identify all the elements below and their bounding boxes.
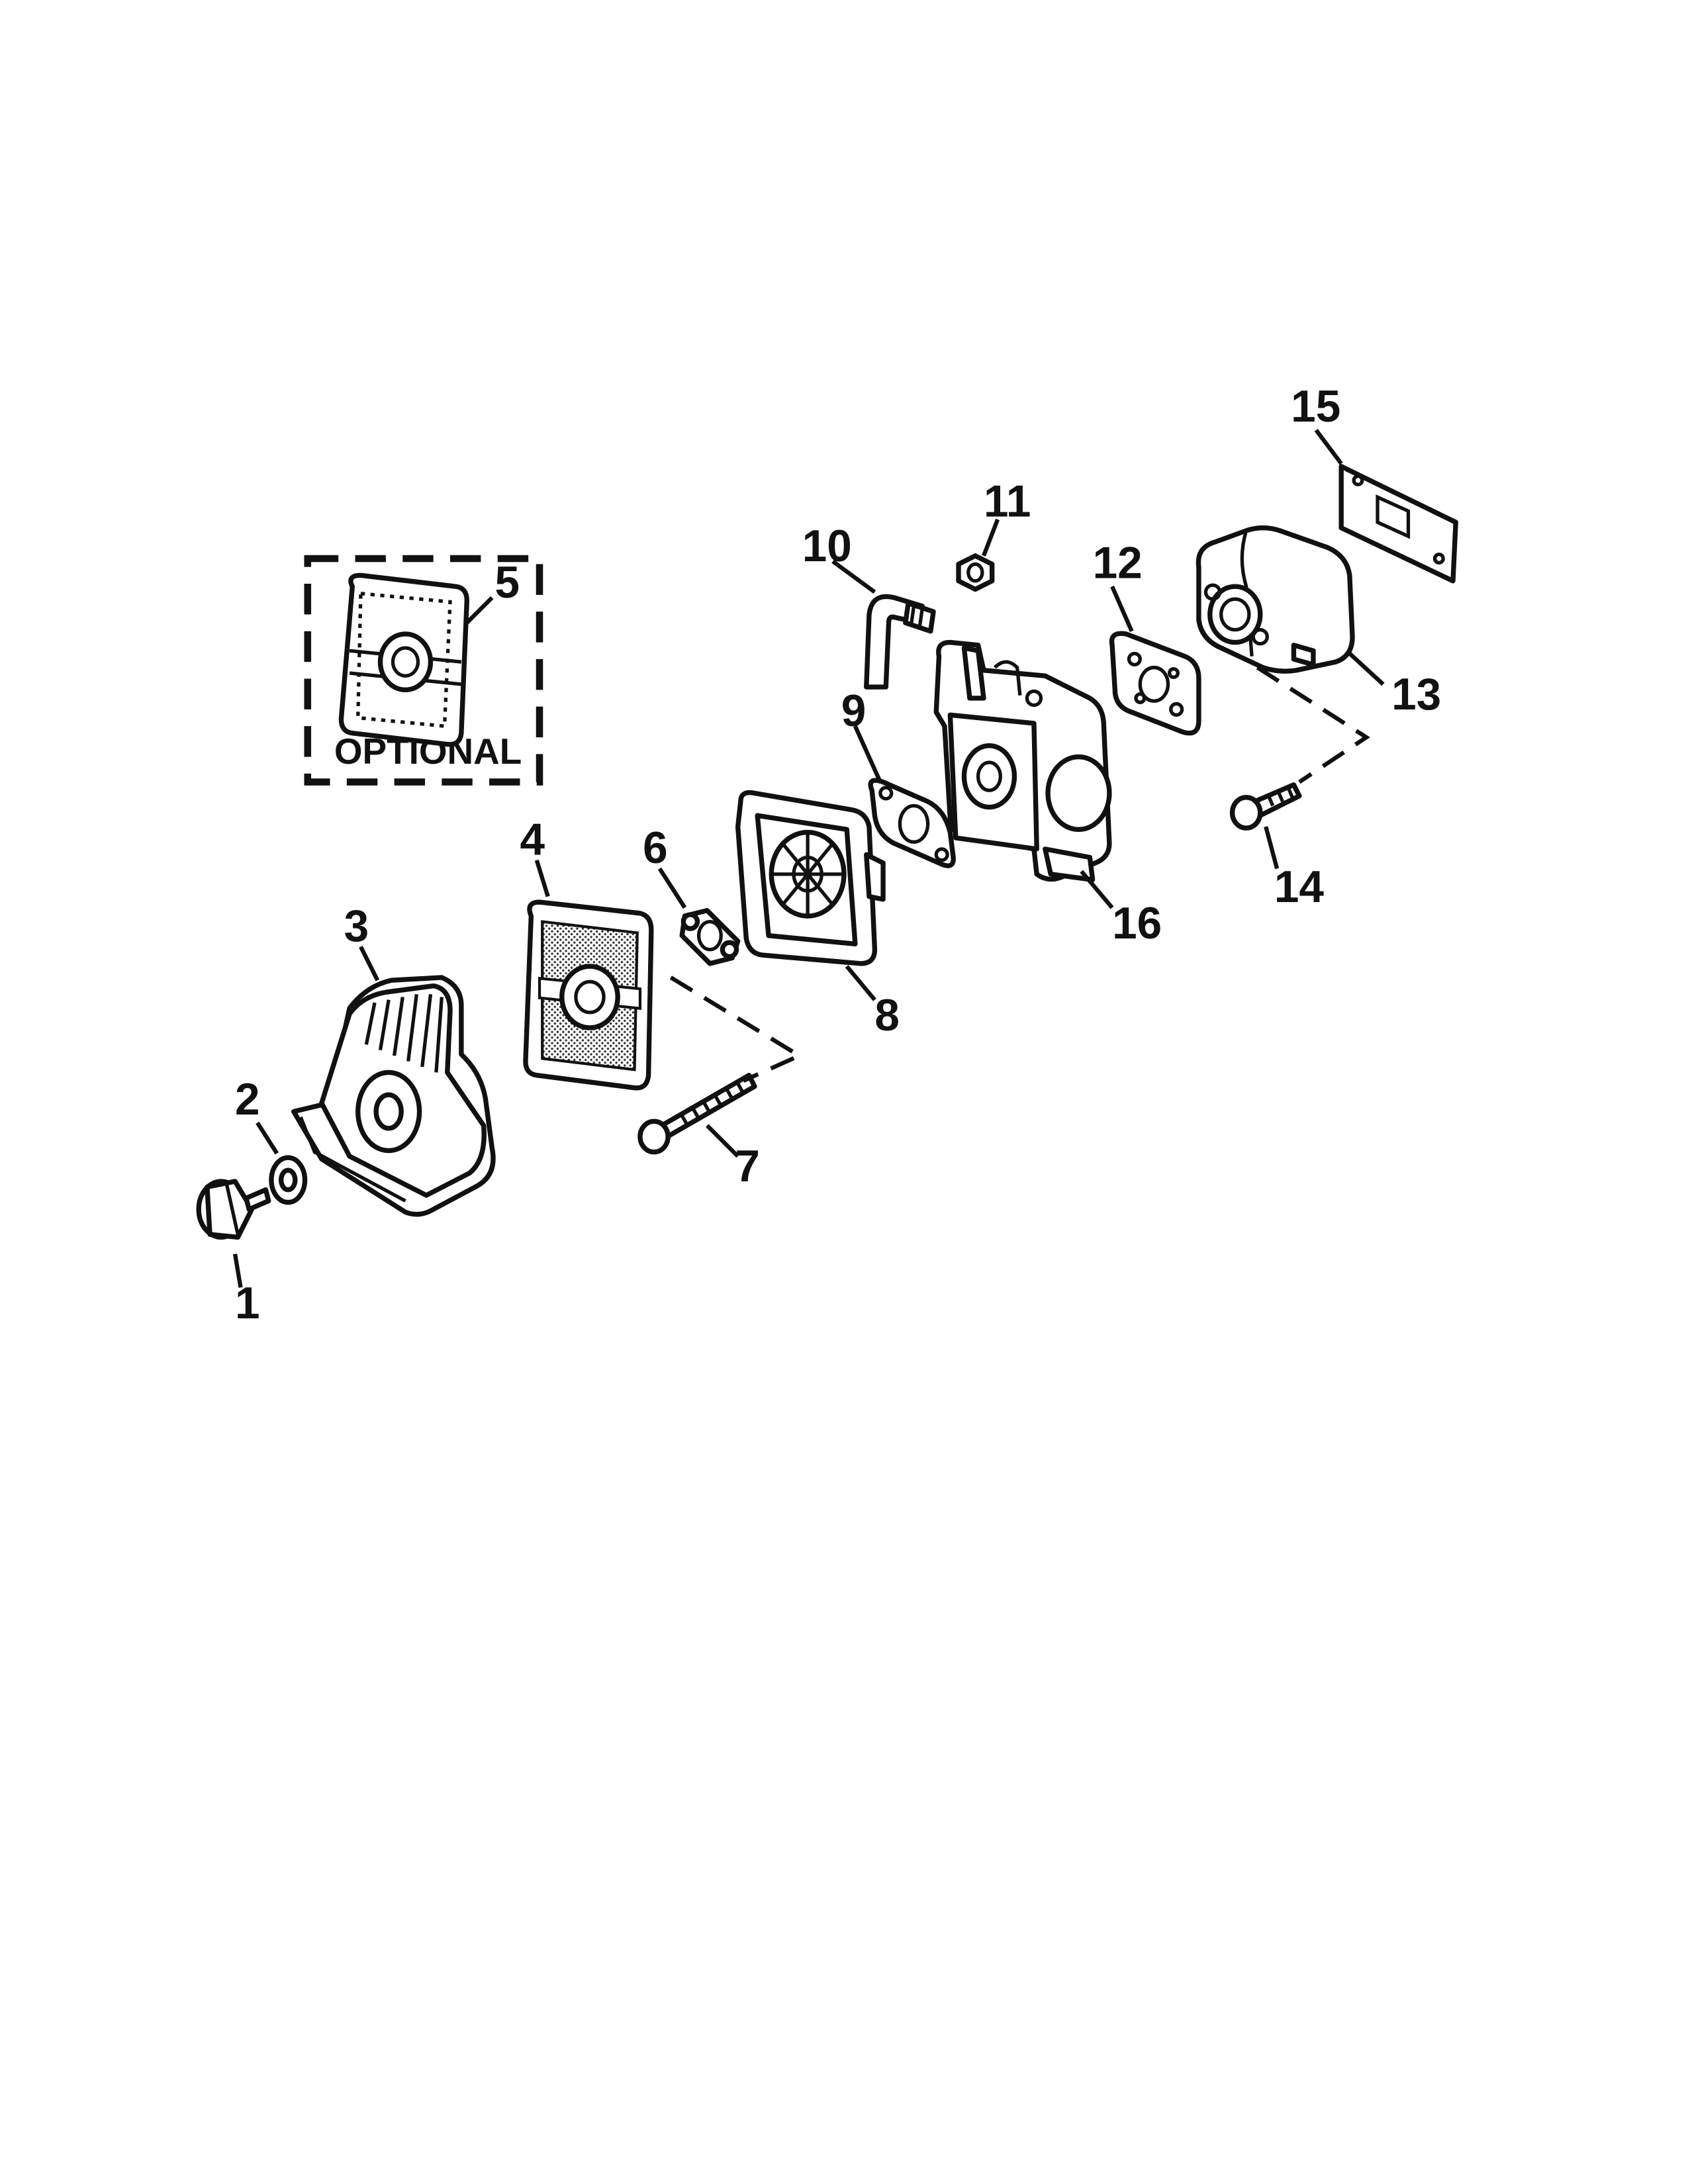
gasket-12 <box>1109 631 1201 736</box>
callout-7: 7 <box>735 1142 760 1191</box>
air-box <box>735 790 886 966</box>
callout-11: 11 <box>984 477 1031 527</box>
air-filter <box>523 899 654 1091</box>
bolt <box>637 1072 757 1155</box>
callout-2: 2 <box>235 1075 260 1124</box>
nut <box>956 553 995 592</box>
callout-5: 5 <box>495 558 520 608</box>
insulator <box>1196 525 1355 674</box>
washer <box>269 1155 308 1205</box>
callout-6: 6 <box>643 823 668 873</box>
screw <box>1229 782 1302 831</box>
hose <box>864 594 936 690</box>
plate <box>679 908 741 966</box>
callout-3: 3 <box>344 901 369 951</box>
callout-9: 9 <box>841 686 867 736</box>
carburetor <box>933 639 1112 882</box>
callout-12: 12 <box>1093 539 1143 588</box>
callout-13: 13 <box>1391 670 1441 719</box>
callout-14: 14 <box>1274 862 1325 912</box>
callout-15: 15 <box>1291 382 1340 432</box>
callout-labels: 1 2 3 4 5 6 7 8 9 10 11 12 13 14 15 16 <box>235 382 1441 1328</box>
callout-4: 4 <box>520 815 545 864</box>
assembly-dash-lines <box>669 665 1370 1083</box>
gasket-15 <box>1338 464 1458 584</box>
callout-16: 16 <box>1112 899 1162 948</box>
callout-10: 10 <box>802 522 852 571</box>
optional-filter-5 <box>338 572 469 747</box>
gasket-9 <box>868 778 956 868</box>
callout-8: 8 <box>874 991 900 1040</box>
callout-1: 1 <box>235 1279 260 1328</box>
air-cleaner-cover <box>291 975 496 1217</box>
knob <box>196 1179 271 1240</box>
leader-lines <box>232 428 1385 1288</box>
